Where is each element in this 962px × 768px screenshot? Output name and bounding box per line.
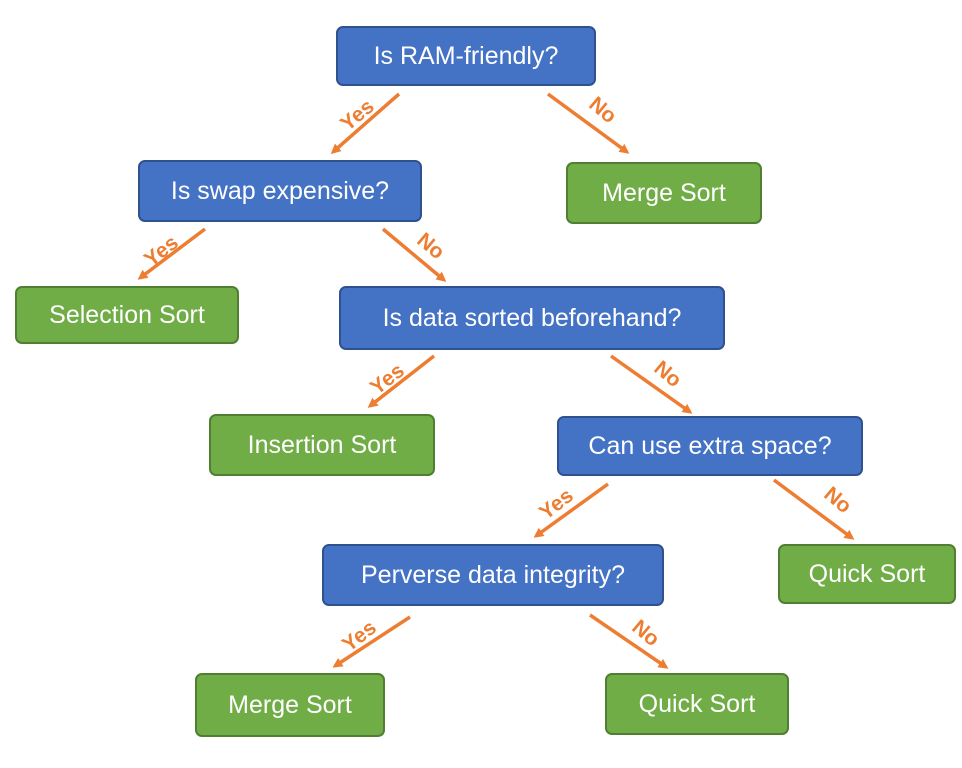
node-label: Is data sorted beforehand? [382, 303, 682, 332]
node-label: Quick Sort [808, 559, 926, 588]
edge-n8-n11: No [589, 613, 669, 669]
decision-node-n7: Can use extra space? [557, 416, 863, 476]
node-label: Selection Sort [49, 300, 205, 329]
edge-n1-n3: No [546, 92, 630, 154]
edge-label-yes: Yes [336, 95, 379, 136]
edge-n2-n4: Yes [137, 227, 207, 280]
edge-label-no: No [819, 482, 855, 518]
edge-n8-n10: Yes [332, 615, 411, 668]
edge-n2-n5: No [381, 227, 449, 282]
arrow-n1-n3 [546, 92, 630, 154]
result-node-n10: Merge Sort [195, 673, 385, 737]
arrow-n7-n8 [533, 482, 610, 538]
result-node-n3: Merge Sort [566, 162, 762, 224]
decision-node-n2: Is swap expensive? [138, 160, 422, 222]
node-label: Is swap expensive? [170, 176, 390, 205]
decision-node-n8: Perverse data integrity? [322, 544, 664, 606]
result-node-n11: Quick Sort [605, 673, 789, 735]
arrow-n5-n7 [609, 354, 693, 414]
edge-n5-n7: No [609, 354, 693, 414]
edge-n7-n8: Yes [533, 482, 610, 538]
node-label: Is RAM-friendly? [373, 41, 559, 70]
node-label: Merge Sort [228, 690, 352, 719]
result-node-n6: Insertion Sort [209, 414, 435, 476]
node-label: Quick Sort [638, 689, 756, 718]
edge-label-yes: Yes [338, 616, 381, 656]
edge-n5-n6: Yes [366, 354, 436, 408]
node-label: Merge Sort [602, 178, 726, 207]
node-label: Perverse data integrity? [360, 560, 626, 589]
arrow-n5-n6 [367, 354, 436, 408]
arrow-n2-n4 [137, 227, 207, 280]
arrow-n2-n5 [381, 227, 447, 282]
edge-label-yes: Yes [366, 359, 409, 399]
result-node-n9: Quick Sort [778, 544, 956, 604]
arrow-n8-n10 [332, 615, 411, 668]
result-node-n4: Selection Sort [15, 286, 239, 344]
arrow-n8-n11 [589, 613, 669, 669]
arrow-n7-n9 [772, 478, 855, 540]
decision-node-n5: Is data sorted beforehand? [339, 286, 725, 350]
node-label: Insertion Sort [247, 430, 397, 459]
edge-label-yes: Yes [140, 231, 183, 271]
node-label: Can use extra space? [588, 431, 832, 460]
edge-label-yes: Yes [535, 484, 578, 524]
edge-n1-n2: Yes [330, 92, 401, 154]
arrow-n1-n2 [330, 92, 401, 154]
edge-n7-n9: No [772, 478, 856, 540]
decision-node-n1: Is RAM-friendly? [336, 26, 596, 86]
